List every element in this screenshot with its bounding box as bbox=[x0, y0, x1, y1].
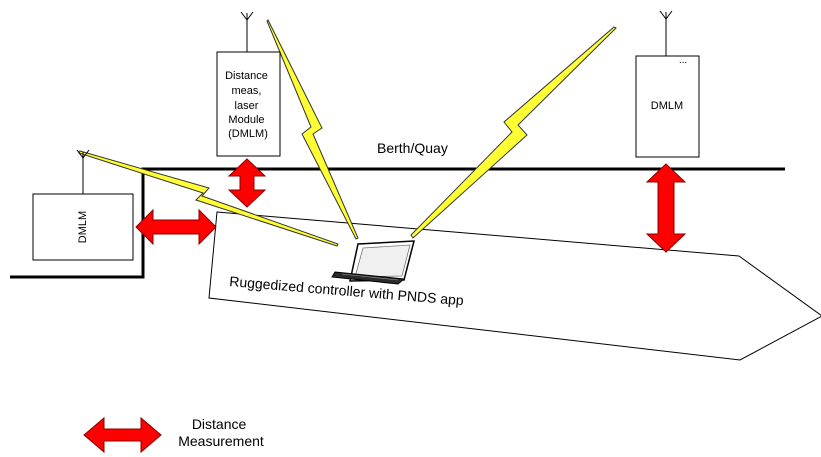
top-module-line-5: (DMLM) bbox=[228, 128, 268, 140]
top-module-line-3: laser bbox=[235, 100, 259, 112]
laptop-icon bbox=[331, 240, 415, 285]
top-module-line-1: Distance bbox=[225, 70, 268, 82]
svg-text:Distance meas, las: Distance meas, laser Module (DMLM) bbox=[225, 70, 271, 140]
top-dmlm-module: Distance meas, laser Module (DMLM) bbox=[216, 11, 281, 157]
lightning-icon bbox=[410, 26, 617, 239]
legend-line-2: Measurement bbox=[178, 433, 264, 449]
top-module-line-4: Module bbox=[228, 114, 264, 126]
top-module-line-2: meas, bbox=[231, 85, 261, 97]
distance-arrow-right bbox=[645, 163, 687, 253]
antenna-icon bbox=[76, 149, 90, 159]
lightning-icon bbox=[78, 150, 339, 247]
svg-text:Distance Measurement: Distance Measurement bbox=[178, 416, 264, 449]
right-module-label: DMLM bbox=[651, 100, 683, 112]
double-arrow-icon bbox=[83, 158, 687, 454]
legend-arrow bbox=[83, 416, 162, 454]
berth-quay-label: Berth/Quay bbox=[377, 140, 448, 156]
left-dmlm-module: DMLM bbox=[32, 149, 134, 261]
legend-line-1: Distance bbox=[192, 416, 247, 432]
antenna-icon bbox=[240, 11, 254, 21]
right-dmlm-module: ... DMLM bbox=[635, 10, 700, 158]
distance-arrow-top bbox=[227, 158, 267, 208]
distance-arrow-left bbox=[135, 208, 217, 246]
lightning-icon bbox=[266, 19, 359, 240]
left-module-label: DMLM bbox=[77, 211, 89, 243]
right-module-dots: ... bbox=[679, 55, 687, 66]
antenna-icon bbox=[659, 10, 673, 20]
